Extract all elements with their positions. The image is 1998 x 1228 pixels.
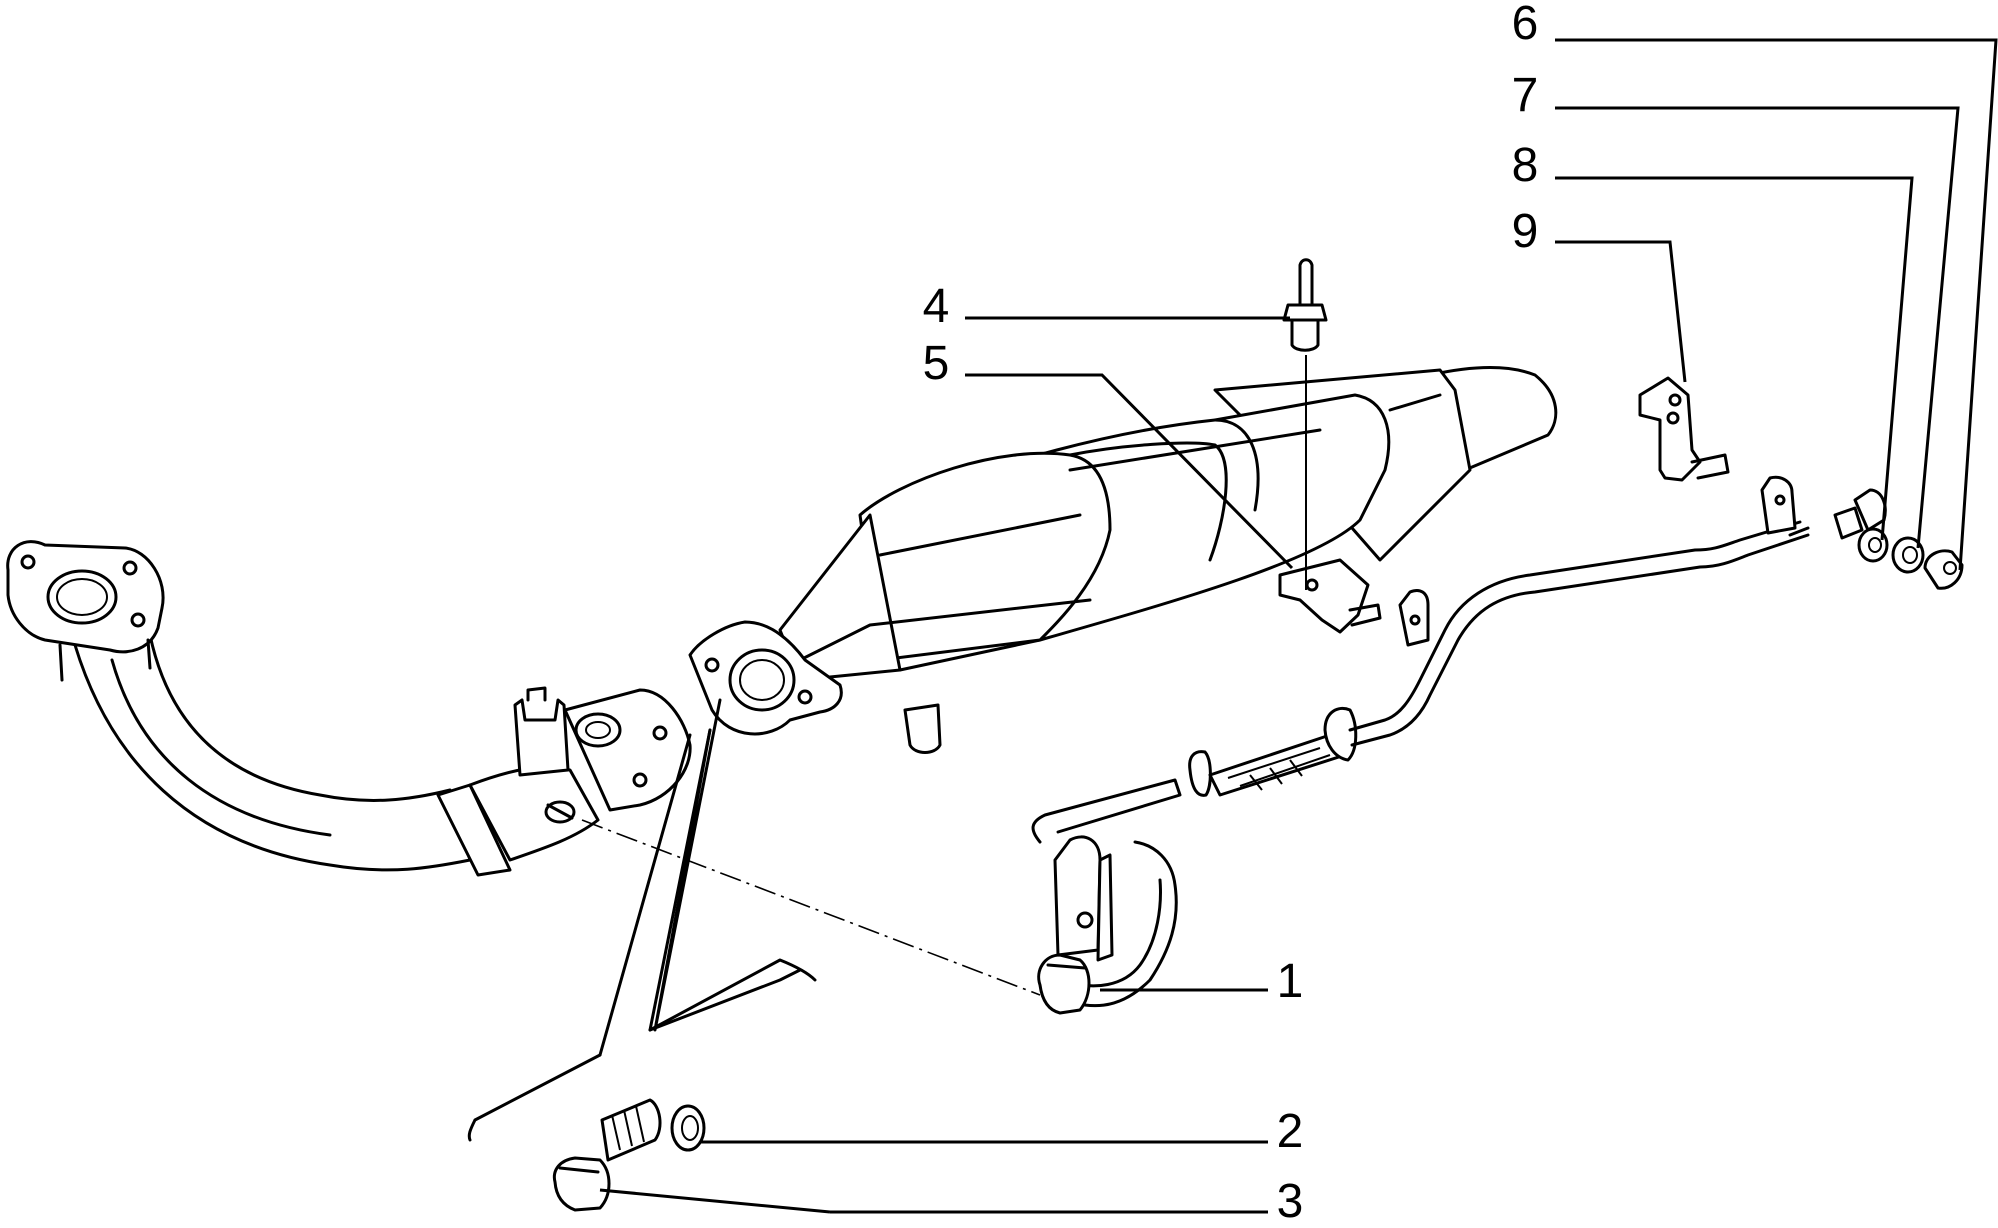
washers-nuts [1857, 527, 1964, 590]
front-exhaust-pipe [6, 540, 472, 872]
stud-bolt [1282, 258, 1328, 590]
mounting-bracket [1638, 376, 1730, 482]
callout-5: 5 [922, 337, 950, 390]
leader-lines [599, 38, 1998, 1214]
converter-bracket [1278, 558, 1382, 634]
sensor-pipe [1031, 475, 1887, 1015]
bolt-and-washer [552, 1098, 706, 1212]
projection-lines [467, 698, 1041, 1142]
callout-8: 8 [1511, 139, 1539, 192]
callout-2: 2 [1276, 1105, 1304, 1158]
callout-7: 7 [1511, 69, 1539, 122]
catalytic-converter [688, 366, 1558, 754]
callout-4: 4 [922, 280, 950, 333]
callout-9: 9 [1511, 205, 1539, 258]
callout-3: 3 [1276, 1175, 1304, 1228]
callout-1: 1 [1276, 955, 1304, 1008]
pipe-sleeve-clamp [436, 686, 692, 877]
callout-6: 6 [1511, 0, 1539, 50]
